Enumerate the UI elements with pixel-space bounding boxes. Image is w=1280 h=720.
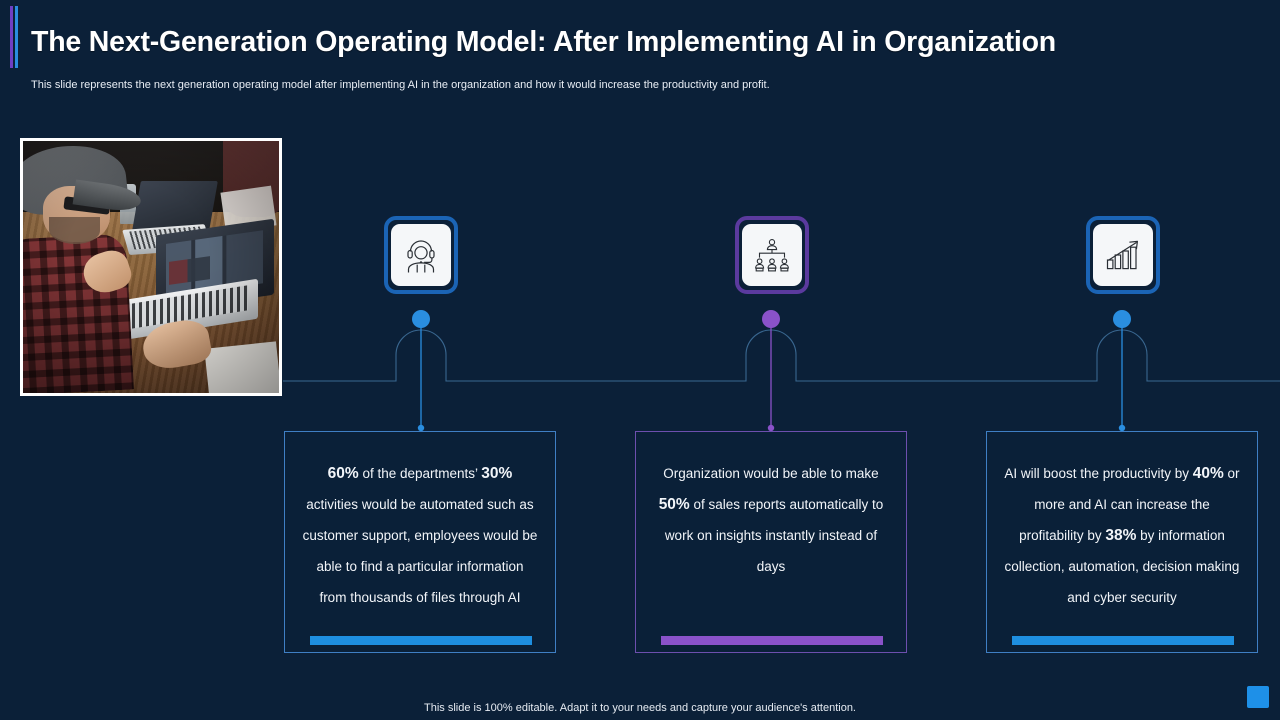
timeline-icon-badge-2[interactable]	[735, 216, 809, 294]
top-left-accent-bars	[10, 6, 18, 68]
card3-seg-5: by information collection, automation, d…	[1004, 528, 1240, 605]
icon-badge-tile-1	[391, 224, 451, 286]
support-agent-icon	[404, 237, 438, 273]
growth-chart-icon	[1105, 239, 1141, 271]
card1-stat-2: 30%	[481, 465, 513, 482]
page-title: The Next-Generation Operating Model: Aft…	[31, 26, 1056, 58]
page-subtitle: This slide represents the next generatio…	[31, 79, 770, 91]
info-card-3[interactable]: AI will boost the productivity by 40% or…	[986, 431, 1258, 653]
accent-bar-blue	[15, 6, 18, 68]
bottom-right-square	[1247, 686, 1269, 708]
info-card-2-accent	[661, 636, 883, 645]
card3-stat-2: 38%	[1105, 527, 1137, 544]
info-card-2-text: Organization would be able to make 50% o…	[653, 458, 889, 582]
card1-seg-2: of the departments’	[358, 466, 482, 481]
card1-seg-4: activities would be automated such as cu…	[302, 497, 538, 605]
info-card-3-text: AI will boost the productivity by 40% or…	[1004, 458, 1240, 613]
footer-note: This slide is 100% editable. Adapt it to…	[424, 702, 856, 714]
icon-badge-tile-2	[742, 224, 802, 286]
timeline-icon-badge-1[interactable]	[384, 216, 458, 294]
timeline-icon-badge-3[interactable]	[1086, 216, 1160, 294]
card2-seg-3: of sales reports automatically to work o…	[664, 497, 884, 574]
icon-badge-ring-2	[735, 216, 809, 294]
card3-seg-1: AI will boost the productivity by	[1004, 466, 1193, 481]
info-card-1-text: 60% of the departments’ 30% activities w…	[302, 458, 538, 613]
info-card-1[interactable]: 60% of the departments’ 30% activities w…	[284, 431, 556, 653]
icon-badge-tile-3	[1093, 224, 1153, 286]
card2-stat-1: 50%	[658, 496, 690, 513]
info-card-3-accent	[1012, 636, 1234, 645]
accent-bar-purple	[10, 6, 13, 68]
card3-seg-3: or more and AI can increase the profitab…	[1019, 466, 1240, 543]
info-card-1-accent	[310, 636, 532, 645]
org-hierarchy-icon	[754, 238, 790, 272]
card3-stat-1: 40%	[1192, 465, 1224, 482]
card2-seg-1: Organization would be able to make	[663, 466, 879, 481]
icon-badge-ring-3	[1086, 216, 1160, 294]
info-card-2[interactable]: Organization would be able to make 50% o…	[635, 431, 907, 653]
card1-stat-1: 60%	[327, 465, 359, 482]
icon-badge-ring-1	[384, 216, 458, 294]
illustration-photo	[20, 138, 282, 396]
